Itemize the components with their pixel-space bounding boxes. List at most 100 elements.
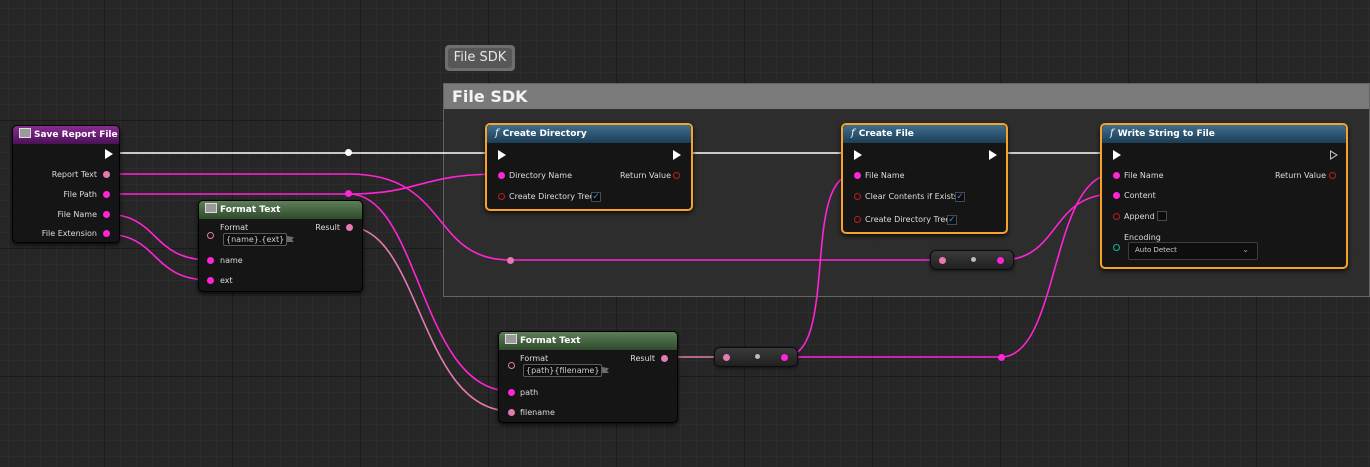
format-label: Format xyxy=(520,354,549,363)
result-pin[interactable] xyxy=(661,355,668,362)
node-title: Create Directory xyxy=(502,129,587,139)
return-value-label: Return Value xyxy=(619,171,671,180)
event-node-save-report-file[interactable]: Save Report File Report Text File Path F… xyxy=(12,125,120,243)
encoding-value: Auto Detect xyxy=(1135,246,1177,254)
create-tree-checkbox[interactable]: ✓ xyxy=(947,215,957,225)
wire-filename-to-name xyxy=(104,213,211,261)
file-name-pin[interactable] xyxy=(854,172,861,179)
file-name-label: File Name xyxy=(1124,171,1164,180)
directory-name-pin[interactable] xyxy=(498,172,505,179)
function-icon: f xyxy=(1110,128,1114,139)
function-icon: f xyxy=(851,128,855,139)
report-text-pin[interactable] xyxy=(103,171,110,178)
result-label: Result xyxy=(315,223,340,232)
content-label: Content xyxy=(1124,191,1156,200)
exec-out-pin[interactable] xyxy=(1330,150,1338,160)
encoding-pin[interactable] xyxy=(1113,244,1120,251)
pin-label-report-text: Report Text xyxy=(51,170,97,179)
wire-knot[interactable] xyxy=(507,257,514,264)
name-pin[interactable] xyxy=(207,257,214,264)
pin-label-file-path: File Path xyxy=(63,190,97,199)
format-input[interactable]: {name}.{ext} xyxy=(223,233,288,246)
clear-contents-label: Clear Contents if Exists xyxy=(865,192,959,201)
format-text-node-2[interactable]: Format Text Format {path}{filename} Resu… xyxy=(498,331,678,423)
format-text-node-1[interactable]: Format Text Format {name}.{ext} Result n… xyxy=(198,200,363,292)
file-name-label: File Name xyxy=(865,171,905,180)
append-label: Append xyxy=(1124,212,1155,221)
file-name-pin[interactable] xyxy=(103,211,110,218)
append-pin[interactable] xyxy=(1113,213,1120,220)
format-pin[interactable] xyxy=(508,362,515,369)
encoding-dropdown[interactable]: Auto Detect ⌄ xyxy=(1128,242,1258,260)
node-title: Format Text xyxy=(520,336,581,346)
exec-knot[interactable] xyxy=(345,149,352,156)
encoding-label: Encoding xyxy=(1124,233,1161,242)
format-pin[interactable] xyxy=(207,232,214,239)
flag-icon[interactable] xyxy=(602,367,609,373)
reroute-dot xyxy=(755,354,760,359)
wire-fileext-to-ext xyxy=(104,233,211,281)
wire-knot[interactable] xyxy=(345,190,352,197)
pin-label-file-name: File Name xyxy=(57,210,97,219)
result-label: Result xyxy=(630,354,655,363)
reroute-dot xyxy=(971,257,976,262)
pin-label-file-extension: File Extension xyxy=(41,229,97,238)
return-value-pin[interactable] xyxy=(673,172,680,179)
node-title: Write String to File xyxy=(1117,129,1215,139)
reroute-in-pin[interactable] xyxy=(723,354,730,361)
arg-label-filename: filename xyxy=(520,408,555,417)
create-tree-label: Create Directory Tree xyxy=(509,192,595,201)
flag-icon[interactable] xyxy=(287,236,294,242)
node-icon xyxy=(205,203,217,213)
node-title: Save Report File xyxy=(34,130,118,140)
create-tree-pin[interactable] xyxy=(498,193,505,200)
create-tree-checkbox[interactable]: ✓ xyxy=(591,192,601,202)
event-icon xyxy=(19,128,31,138)
exec-in-pin[interactable] xyxy=(1113,150,1121,160)
reroute-in-pin[interactable] xyxy=(939,257,946,264)
comment-tag[interactable]: File SDK xyxy=(445,45,515,71)
clear-contents-pin[interactable] xyxy=(854,193,861,200)
clear-contents-checkbox[interactable]: ✓ xyxy=(955,192,965,202)
return-value-label: Return Value xyxy=(1274,171,1326,180)
node-icon xyxy=(505,334,517,344)
comment-tag-label: File SDK xyxy=(448,48,512,68)
node-title: Create File xyxy=(858,129,914,139)
ext-pin[interactable] xyxy=(207,277,214,284)
file-extension-pin[interactable] xyxy=(103,230,110,237)
filename-pin[interactable] xyxy=(508,409,515,416)
append-checkbox[interactable] xyxy=(1157,211,1167,221)
reroute-out-pin[interactable] xyxy=(781,354,788,361)
chevron-down-icon: ⌄ xyxy=(1242,245,1249,254)
arg-label-ext: ext xyxy=(220,276,233,285)
exec-out-pin[interactable] xyxy=(673,150,681,160)
result-pin[interactable] xyxy=(346,224,353,231)
reroute-node-path[interactable] xyxy=(714,347,798,367)
comment-title: File SDK xyxy=(444,84,1369,109)
arg-label-path: path xyxy=(520,388,539,397)
directory-name-label: Directory Name xyxy=(509,171,573,180)
function-icon: f xyxy=(495,128,499,139)
exec-out-pin[interactable] xyxy=(105,149,113,159)
file-name-pin[interactable] xyxy=(1113,172,1120,179)
exec-in-pin[interactable] xyxy=(854,150,862,160)
reroute-node-content[interactable] xyxy=(930,250,1014,270)
exec-out-pin[interactable] xyxy=(989,150,997,160)
create-tree-label: Create Directory Tree xyxy=(865,215,951,224)
wire-filepath-to-createdir xyxy=(105,173,501,195)
reroute-out-pin[interactable] xyxy=(997,257,1004,264)
arg-label-name: name xyxy=(220,256,243,265)
format-input[interactable]: {path}{filename} xyxy=(523,364,603,377)
format-label: Format xyxy=(220,223,249,232)
create-tree-pin[interactable] xyxy=(854,216,861,223)
file-path-pin[interactable] xyxy=(103,191,110,198)
node-title: Format Text xyxy=(220,205,281,215)
content-pin[interactable] xyxy=(1113,192,1120,199)
return-value-pin[interactable] xyxy=(1329,172,1336,179)
exec-in-pin[interactable] xyxy=(498,150,506,160)
wire-knot[interactable] xyxy=(998,354,1005,361)
path-pin[interactable] xyxy=(508,389,515,396)
